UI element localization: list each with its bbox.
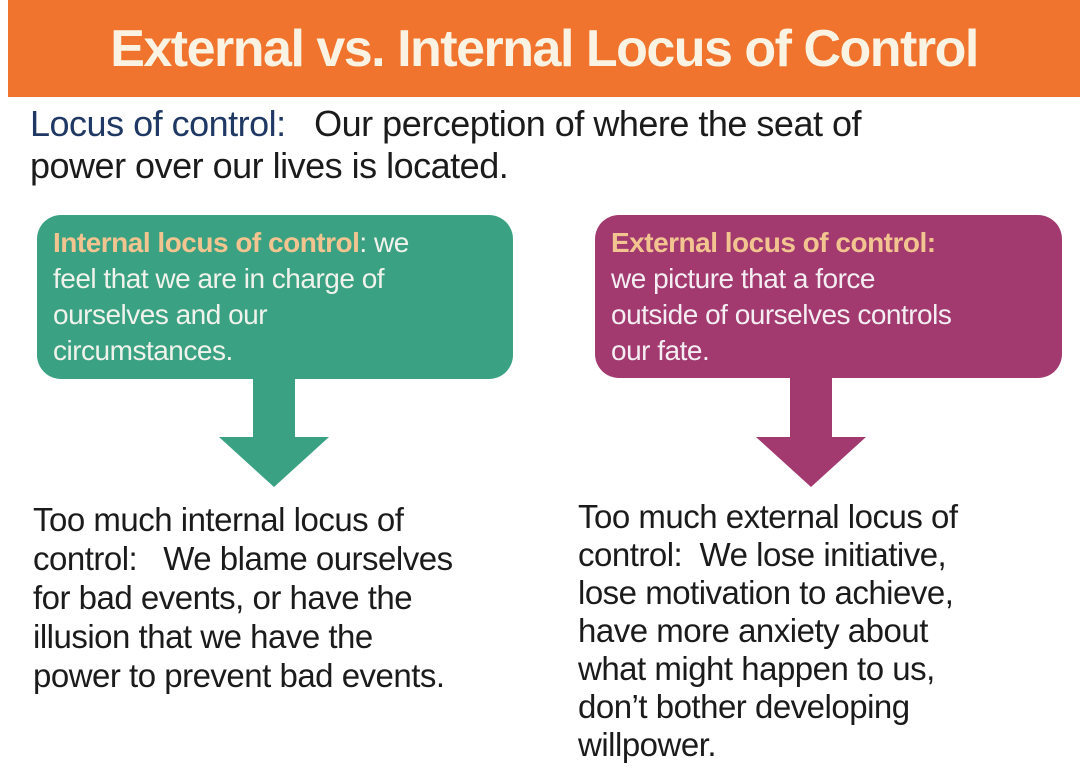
internal-locus-box: Internal locus of control: we feel that … — [37, 215, 513, 379]
external-box-heading: External locus of control: — [611, 227, 936, 258]
down-arrow-shape-internal — [219, 377, 329, 487]
definition-text: Locus of control: Our perception of wher… — [30, 103, 1050, 187]
external-caption: Too much external locus of control: We l… — [578, 498, 958, 763]
internal-box-heading: Internal locus of control — [53, 227, 360, 258]
down-arrow-icon — [756, 377, 866, 487]
definition-term: Locus of control: — [30, 103, 286, 144]
internal-box-body: : we feel that we are in charge of ourse… — [53, 227, 409, 366]
down-arrow-icon — [219, 377, 329, 487]
down-arrow-shape-external — [756, 377, 866, 487]
header-bar: External vs. Internal Locus of Control — [8, 0, 1080, 97]
external-box-body: we picture that a force outside of ourse… — [611, 263, 952, 366]
definition-body: Our perception of where the seat of powe… — [30, 103, 862, 186]
external-locus-box: External locus of control: we picture th… — [595, 215, 1062, 378]
page-title: External vs. Internal Locus of Control — [110, 19, 979, 78]
internal-caption: Too much internal locus of control: We b… — [33, 501, 453, 694]
